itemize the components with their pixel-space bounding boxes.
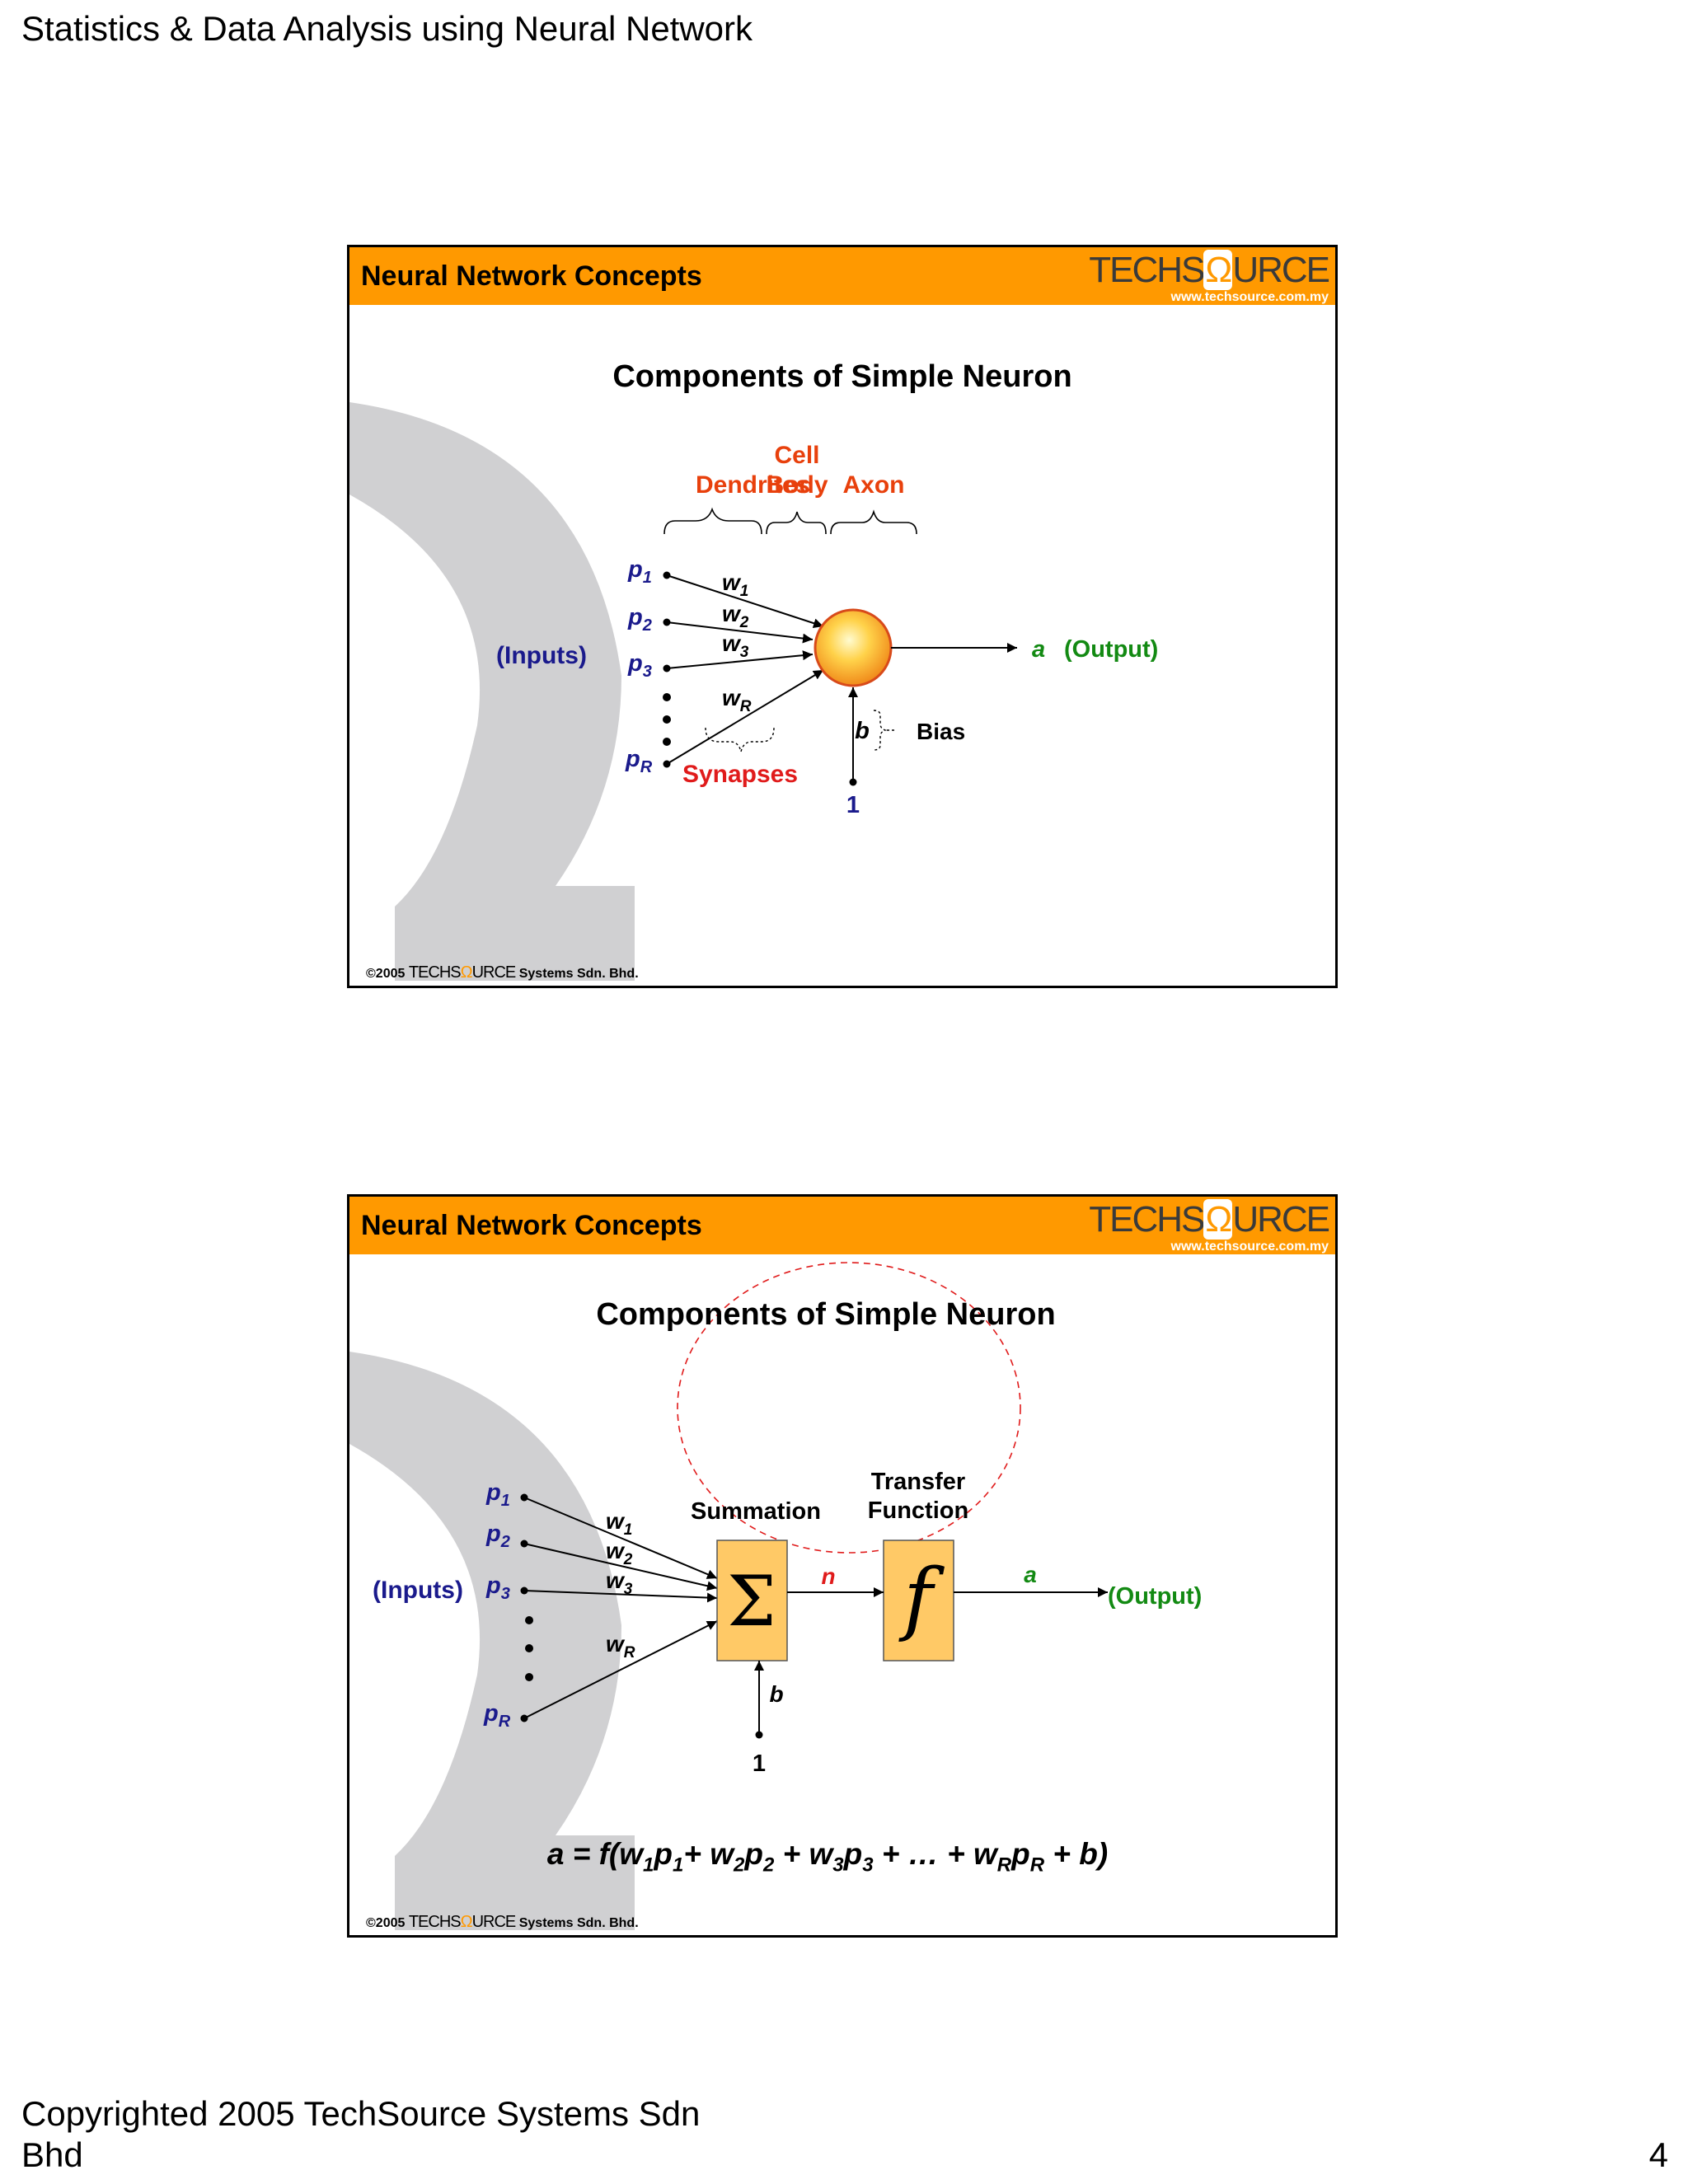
cell-body	[814, 608, 893, 687]
page-number: 4	[1648, 2135, 1668, 2174]
bias-brace	[873, 710, 888, 751]
label-w3: w3	[606, 1568, 633, 1598]
dendrites-brace	[663, 507, 762, 535]
label-wR: wR	[722, 685, 752, 715]
label-p1: p1	[485, 1479, 510, 1510]
label-w2: w2	[722, 601, 749, 631]
connection-w1	[523, 1497, 718, 1579]
neuron-boundary	[677, 1262, 1021, 1554]
cell-body-brace	[766, 511, 827, 535]
brand-name: TECHSΩURCE	[1089, 1199, 1330, 1240]
label-bias: Bias	[917, 719, 965, 744]
label-b: b	[855, 718, 870, 744]
page-footer: Copyrighted 2005 TechSource Systems Sdn …	[21, 2094, 701, 2174]
omega-icon: Ω	[1203, 250, 1233, 290]
sigma-symbol: Σ	[727, 1561, 776, 1642]
label-pR: pR	[625, 746, 653, 776]
brand-url: www.techsource.com.my	[1170, 290, 1329, 304]
omega-icon: Ω	[1203, 1199, 1233, 1240]
connection-w2	[523, 1543, 718, 1591]
synapses-brace	[705, 727, 775, 752]
label-pR: pR	[483, 1700, 511, 1731]
slide-2: Σ f (Inputs) Summation Transfer Function…	[347, 1194, 1338, 1938]
omega-watermark	[349, 402, 635, 981]
label-one: 1	[753, 1750, 766, 1777]
connection-w3	[666, 650, 814, 669]
label-p2: p2	[627, 604, 652, 635]
connection-wR	[666, 669, 824, 765]
header-bar	[349, 1197, 1335, 1254]
slide-2-diagram: Σ f (Inputs) Summation Transfer Function…	[349, 1197, 1335, 1930]
label-summation: Summation	[691, 1498, 821, 1525]
connection-wR	[523, 1620, 718, 1719]
connection-w3	[523, 1590, 718, 1603]
label-synapses: Synapses	[682, 761, 798, 788]
ellipsis-dot	[525, 1616, 533, 1624]
label-p2: p2	[485, 1521, 510, 1551]
slide-title: Components of Simple Neuron	[596, 1297, 1056, 1332]
page-title: Statistics & Data Analysis using Neural …	[21, 9, 753, 48]
label-inputs: (Inputs)	[496, 642, 587, 669]
connection-w2	[666, 621, 814, 644]
ellipsis-dot	[525, 1673, 533, 1681]
slide-header-title: Neural Network Concepts	[361, 260, 702, 292]
connection-w1	[666, 574, 824, 628]
slide-1: Dendrites Cell Body Axon (Inputs) p1 p2 …	[347, 245, 1338, 988]
label-inputs: (Inputs)	[373, 1577, 463, 1604]
label-b: b	[769, 1681, 783, 1707]
slide-copyright: ©2005 TECHSΩURCE Systems Sdn. Bhd.	[366, 1913, 639, 1931]
techsource-logo: TECHSΩURCE www.techsource.com.my	[1089, 1198, 1330, 1254]
slide-title: Components of Simple Neuron	[612, 359, 1072, 394]
slide-header-title: Neural Network Concepts	[361, 1210, 702, 1241]
label-one: 1	[846, 792, 860, 818]
axon-brace	[830, 509, 917, 535]
label-wR: wR	[606, 1631, 635, 1661]
summation-block	[716, 1540, 788, 1661]
label-transfer: Transfer	[871, 1469, 965, 1495]
techsource-logo: TECHSΩURCE www.techsource.com.my	[1089, 249, 1330, 304]
ellipsis-dot	[663, 693, 671, 701]
label-w2: w2	[606, 1538, 633, 1568]
label-p3: p3	[485, 1572, 510, 1603]
ellipsis-dot	[663, 715, 671, 724]
label-axon: Axon	[843, 471, 905, 499]
label-n: n	[821, 1563, 835, 1589]
omega-watermark	[349, 1352, 635, 1930]
ellipsis-dot	[525, 1644, 533, 1652]
label-output: (Output)	[1064, 636, 1158, 663]
label-w1: w1	[606, 1508, 632, 1539]
label-body: Body	[767, 471, 828, 499]
label-p1: p1	[627, 556, 652, 587]
transfer-function-block	[883, 1540, 954, 1661]
label-w1: w1	[722, 569, 748, 600]
label-output: (Output)	[1108, 1583, 1202, 1610]
header-bar	[349, 247, 1335, 305]
ellipsis-dot	[663, 738, 671, 746]
label-cell: Cell	[774, 442, 819, 469]
slide-1-diagram: Dendrites Cell Body Axon (Inputs) p1 p2 …	[349, 247, 1335, 981]
slide-copyright: ©2005 TECHSΩURCE Systems Sdn. Bhd.	[366, 963, 639, 982]
label-a: a	[1032, 636, 1045, 663]
brand-name: TECHSΩURCE	[1089, 250, 1330, 290]
neuron-equation: a = f(w1p1+ w2p2 + w3p3 + … + wRpR + b)	[546, 1837, 1109, 1877]
label-dendrites: Dendrites	[696, 471, 809, 499]
label-w3: w3	[722, 630, 749, 661]
label-function: Function	[868, 1497, 968, 1524]
label-p3: p3	[627, 650, 652, 681]
label-a: a	[1024, 1562, 1037, 1587]
brand-url: www.techsource.com.my	[1170, 1240, 1329, 1254]
